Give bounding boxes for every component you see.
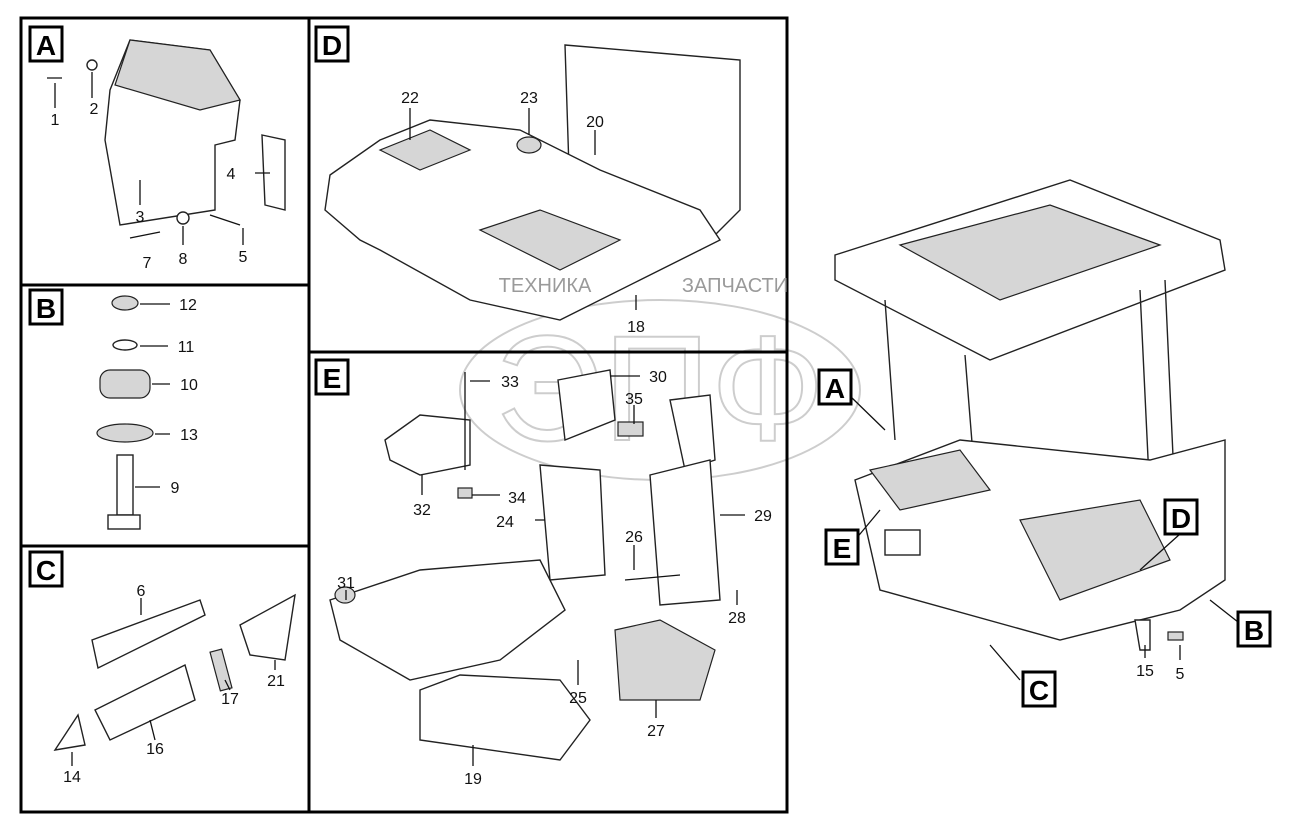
callout-16: 16 <box>146 741 164 758</box>
callout-13: 13 <box>180 427 198 444</box>
callout-10: 10 <box>180 377 198 394</box>
callout-12: 12 <box>179 297 197 314</box>
callout-26: 26 <box>625 529 643 546</box>
cab-labels: A E D B C 15 5 <box>817 368 1272 708</box>
callout-19: 19 <box>464 771 482 788</box>
cab-label-e: E <box>833 533 852 564</box>
panel-label-c: C <box>36 555 56 586</box>
callout-28: 28 <box>728 610 746 627</box>
callout-17: 17 <box>221 691 239 708</box>
watermark-text-right: ЗАПЧАСТИ <box>682 275 788 297</box>
callout-9: 9 <box>171 480 180 497</box>
callout-8: 8 <box>179 251 188 268</box>
callout-31: 31 <box>337 575 355 592</box>
panel-label-d: D <box>322 30 342 61</box>
callout-34: 34 <box>508 490 526 507</box>
cab-label-a: A <box>825 373 845 404</box>
callout-15: 15 <box>1136 663 1154 680</box>
callout-1: 1 <box>51 112 60 129</box>
panel-labels: A B C D E <box>28 25 350 588</box>
watermark-text: ТЕХНИКА ЗАПЧАСТИ <box>499 275 788 297</box>
callout-20: 20 <box>586 114 604 131</box>
watermark-text-left: ТЕХНИКА <box>499 275 592 297</box>
callout-32: 32 <box>413 502 431 519</box>
panel-d-parts: 22 23 20 18 <box>324 44 741 336</box>
callout-24: 24 <box>496 514 514 531</box>
panel-label-b: B <box>36 293 56 324</box>
panel-a-parts: 1 2 3 4 5 7 8 <box>47 39 286 272</box>
panel-label-e: E <box>323 363 342 394</box>
watermark: ЭПФ <box>459 299 861 481</box>
callout-6: 6 <box>137 583 146 600</box>
callout-7: 7 <box>143 255 152 272</box>
watermark-logo: ЭПФ <box>495 304 825 472</box>
callout-3: 3 <box>136 209 145 226</box>
panel-b-parts: 12 11 10 13 9 <box>96 295 198 530</box>
callout-21: 21 <box>267 673 285 690</box>
callout-14: 14 <box>63 769 81 786</box>
cab-assembly <box>834 179 1239 681</box>
callout-23: 23 <box>520 90 538 107</box>
callout-29: 29 <box>754 508 772 525</box>
panel-e-parts: 33 30 35 32 34 24 29 26 28 31 25 27 19 <box>329 369 772 788</box>
callout-25: 25 <box>569 690 587 707</box>
panel-frames <box>19 16 789 814</box>
callout-11: 11 <box>178 339 195 356</box>
cab-label-c: C <box>1029 675 1049 706</box>
callout-33: 33 <box>501 374 519 391</box>
callout-22: 22 <box>401 90 419 107</box>
callout-27: 27 <box>647 723 665 740</box>
callout-5: 5 <box>239 249 248 266</box>
callout-18: 18 <box>627 319 645 336</box>
callout-4: 4 <box>227 166 236 183</box>
callout-30: 30 <box>649 369 667 386</box>
callout-5-cab: 5 <box>1176 666 1185 683</box>
cab-label-d: D <box>1171 503 1191 534</box>
callout-2: 2 <box>90 101 99 118</box>
panel-c-parts: 6 21 17 16 14 <box>53 583 296 786</box>
cab-label-b: B <box>1244 615 1264 646</box>
panel-label-a: A <box>36 30 56 61</box>
callout-35: 35 <box>625 391 643 408</box>
